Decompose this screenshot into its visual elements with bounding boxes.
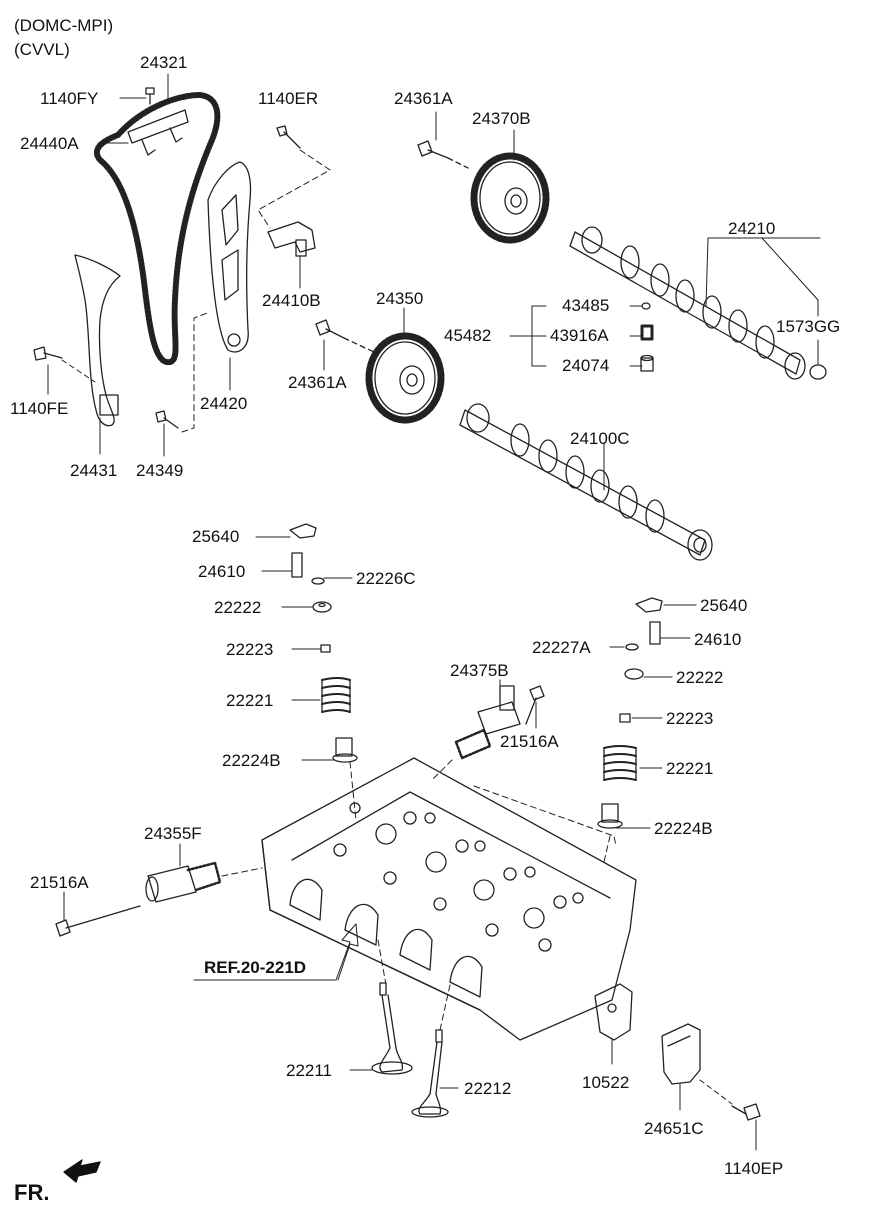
part-label[interactable]: 22227A	[532, 638, 591, 657]
part-label[interactable]: 22223	[666, 709, 714, 728]
part-label[interactable]: 1140FY	[40, 89, 99, 108]
part-label[interactable]: 24440A	[20, 134, 79, 153]
part-label[interactable]: 10522	[582, 1073, 630, 1092]
cylinder-head	[261, 757, 637, 1041]
part-label[interactable]: 25640	[192, 527, 240, 546]
engine-spec-line2: (CVVL)	[14, 40, 70, 59]
chain-guide-upper	[127, 109, 189, 156]
part-label[interactable]: 24350	[376, 289, 424, 308]
part-label[interactable]: 25640	[700, 596, 748, 615]
part-label[interactable]: 24651C	[644, 1119, 704, 1138]
tensioner-24410b	[267, 221, 316, 257]
leader-lines	[47, 73, 821, 1151]
bolt-21516a-mid	[525, 685, 545, 725]
part-label[interactable]: 24610	[198, 562, 246, 581]
part-label[interactable]: 22222	[676, 668, 724, 687]
part-label[interactable]: 24361A	[288, 373, 347, 392]
part-label[interactable]: 24361A	[394, 89, 453, 108]
part-label[interactable]: 24420	[200, 394, 248, 413]
bolt-24349	[155, 410, 179, 429]
part-label[interactable]: 24349	[136, 461, 184, 480]
bolt-1140fy	[145, 87, 155, 105]
part-label[interactable]: 1140FE	[10, 399, 69, 418]
camshaft-24100c	[459, 403, 713, 561]
part-label[interactable]: 43916A	[550, 326, 609, 345]
part-label[interactable]: 22212	[464, 1079, 512, 1098]
part-label[interactable]: 1140EP	[724, 1159, 784, 1178]
bolt-1140er	[276, 125, 301, 149]
part-label[interactable]: 1573GG	[776, 317, 841, 336]
part-label[interactable]: 45482	[444, 326, 492, 345]
small-parts-cvvl	[640, 302, 654, 372]
part-label[interactable]: 24370B	[472, 109, 531, 128]
oil-control-valve-24355f	[145, 861, 222, 903]
part-label[interactable]: 22226C	[356, 569, 416, 588]
oil-control-valve-24375b	[454, 685, 521, 760]
reference-label[interactable]: REF.20-221D	[204, 958, 307, 977]
timing-chain	[93, 92, 221, 366]
valve-train-left	[289, 523, 358, 763]
bolt-24361a-mid	[315, 319, 375, 353]
sprocket-24350	[365, 332, 445, 424]
part-label[interactable]: 24375B	[450, 661, 509, 680]
fr-arrow	[63, 1159, 101, 1183]
part-label[interactable]: 22221	[226, 691, 274, 710]
front-direction-label: FR.	[14, 1180, 50, 1205]
part-label[interactable]: 21516A	[30, 873, 89, 892]
valve-train-right	[597, 597, 663, 829]
part-label[interactable]: 21516A	[500, 732, 559, 751]
bolt-1140ep	[699, 1079, 761, 1121]
part-label[interactable]: 22211	[286, 1061, 333, 1080]
part-label[interactable]: 24410B	[262, 291, 321, 310]
plug-1573gg	[809, 364, 827, 380]
engine-spec-line1: (DOMC-MPI)	[14, 16, 114, 35]
bolt-21516a-left	[55, 905, 141, 937]
cover-24651c	[661, 1023, 701, 1085]
part-label[interactable]: 24100C	[570, 429, 630, 448]
part-label[interactable]: 24610	[694, 630, 742, 649]
valve-22212	[411, 1029, 449, 1118]
part-label[interactable]: 22224B	[654, 819, 713, 838]
valve-22211	[371, 982, 413, 1075]
bolt-24361a-top	[417, 140, 469, 169]
camshaft-24210	[569, 226, 806, 380]
part-label[interactable]: 24431	[70, 461, 118, 480]
bolt-1140fe	[33, 346, 63, 361]
part-label[interactable]: 22224B	[222, 751, 281, 770]
part-label[interactable]: 24210	[728, 219, 776, 238]
tensioner-arm	[207, 161, 252, 353]
part-label[interactable]: 22223	[226, 640, 274, 659]
gasket-10522	[594, 983, 633, 1041]
part-label[interactable]: 43485	[562, 296, 610, 315]
sprocket-24370b	[470, 152, 550, 244]
part-label[interactable]: 22221	[666, 759, 714, 778]
part-label[interactable]: 24074	[562, 356, 610, 375]
chain-guide-lower	[74, 254, 121, 427]
part-label[interactable]: 1140ER	[258, 89, 319, 108]
part-label[interactable]: 22222	[214, 598, 262, 617]
ref-arrow	[193, 923, 359, 981]
part-label[interactable]: 24355F	[144, 824, 202, 843]
part-label[interactable]: 24321	[140, 53, 188, 72]
